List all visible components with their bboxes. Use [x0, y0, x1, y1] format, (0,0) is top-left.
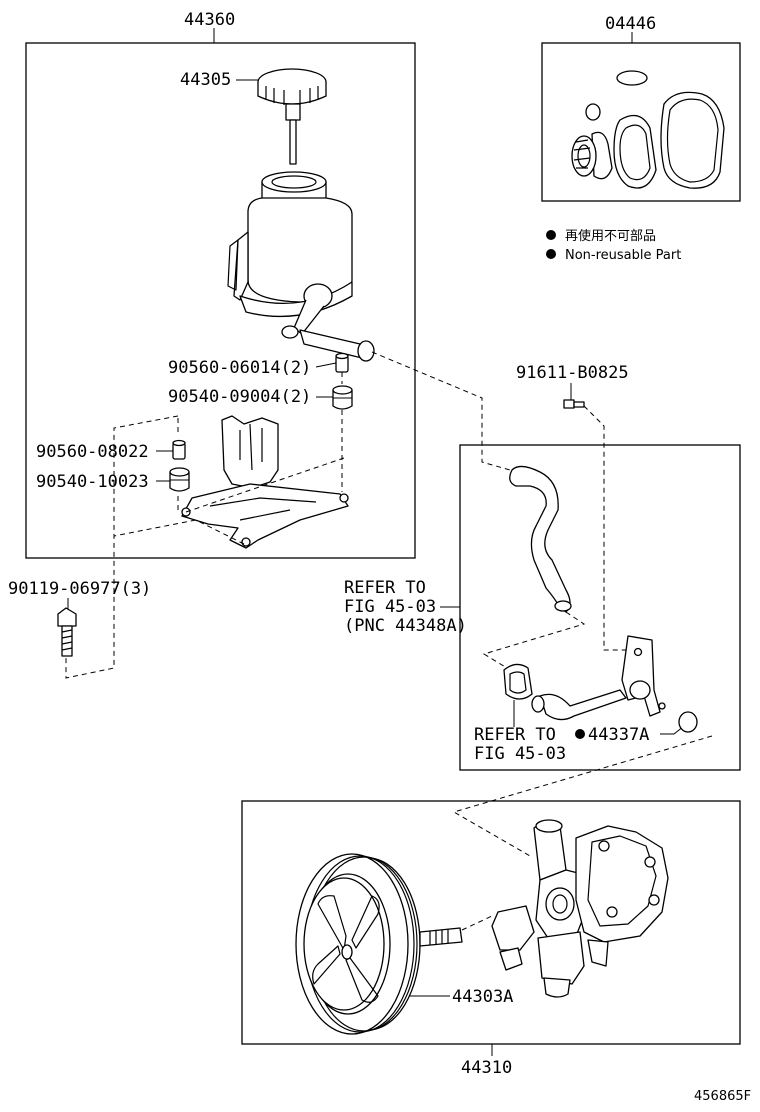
label-refer-fig-1-line1: REFER TO — [344, 578, 426, 598]
label-44303a: 44303A — [452, 987, 513, 1007]
reservoir-assembly-box — [25, 42, 416, 559]
non-reusable-dot-icon — [546, 249, 556, 259]
collar-90560-06014 — [335, 352, 349, 373]
label-90560-06014: 90560-06014(2) — [168, 358, 311, 378]
cushion-90540-10023 — [169, 467, 190, 492]
reservoir-tank — [227, 171, 375, 362]
non-reusable-dot-icon — [575, 729, 585, 739]
cushion-90540-09004 — [332, 385, 353, 410]
legend: 再使用不可部品 Non-reusable Part — [546, 228, 681, 263]
non-reusable-dot-icon — [546, 230, 556, 240]
pressure-pipe-bracket — [531, 635, 666, 721]
label-refer-fig-2-line1: REFER TO — [474, 725, 556, 745]
o-ring-44337a — [678, 711, 698, 733]
legend-japanese: 再使用不可部品 — [565, 228, 656, 244]
reservoir-cap — [257, 68, 327, 165]
label-refer-fig-2-line2: FIG 45-03 — [474, 744, 566, 764]
label-90540-09004: 90540-09004(2) — [168, 387, 311, 407]
legend-english: Non-reusable Part — [565, 248, 681, 263]
pump-pulley — [295, 853, 421, 1035]
pump-assembly-box — [241, 800, 741, 1045]
pump-shaft — [419, 927, 463, 947]
bolt-91611-b0825 — [563, 399, 585, 409]
pump-body — [491, 819, 669, 998]
bolt-90119-06977 — [57, 607, 77, 657]
gasket-kit-box — [541, 42, 741, 202]
label-44337a: 44337A — [588, 725, 649, 745]
hose-clamp — [503, 663, 533, 700]
label-90560-08022: 90560-08022 — [36, 442, 149, 462]
gasket-kit — [571, 70, 725, 189]
hose-bracket-box — [459, 444, 741, 771]
label-44305: 44305 — [180, 70, 231, 90]
label-90119-06977: 90119-06977(3) — [8, 579, 151, 599]
label-04446: 04446 — [605, 14, 656, 34]
return-hose — [509, 465, 572, 613]
label-44310: 44310 — [461, 1058, 512, 1078]
label-refer-fig-1-line3: (PNC 44348A) — [344, 616, 467, 636]
label-refer-fig-1-line2: FIG 45-03 — [344, 597, 436, 617]
reservoir-bracket — [181, 415, 349, 549]
label-44360: 44360 — [184, 10, 235, 30]
drawing-id: 456865F — [694, 1089, 751, 1104]
label-91611-b0825: 91611-B0825 — [516, 363, 629, 383]
collar-90560-08022 — [172, 439, 186, 460]
label-90540-10023: 90540-10023 — [36, 472, 149, 492]
